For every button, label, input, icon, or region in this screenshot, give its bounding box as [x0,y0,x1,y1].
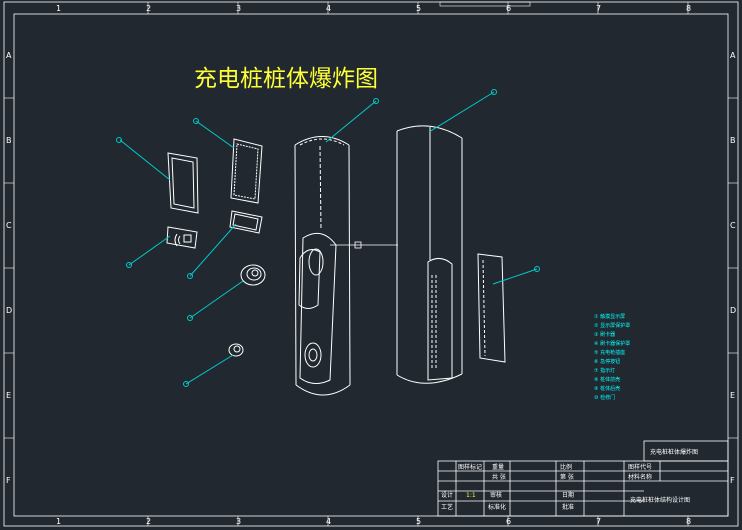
ruler-col-6: 6 [506,4,511,13]
tb-approve: 批准 [562,503,574,511]
ruler-col-6-bottom: 6 [506,517,511,526]
ruler-row-a-right: A [730,51,736,60]
emergency-stop-part [228,343,244,357]
ruler-row-e-right: E [730,391,735,400]
ruler-col-1: 1 [56,4,61,13]
alignment-mark [330,241,398,249]
legend-item-7: ⑦ 指示灯 [594,367,615,374]
tb-school: 充电桩桩体结构设计图 [630,496,690,504]
balloon-markers [116,89,540,387]
ruler-top: 1 2 3 4 5 6 7 8 [56,4,691,13]
ruler-left: A B C D E F [6,51,12,485]
service-door-part [477,253,506,363]
tb-sheet-no: 第 张 [560,473,574,481]
legend-item-3: ③ 刷卡器 [594,331,615,338]
ruler-col-5-bottom: 5 [416,517,421,526]
legend-item-4: ④ 刷卡器保护罩 [594,340,630,347]
ruler-col-4: 4 [326,4,331,13]
ruler-col-3-bottom: 3 [236,517,241,526]
ruler-row-b: B [6,136,12,145]
ruler-col-4-bottom: 4 [326,517,331,526]
ruler-col-8: 8 [686,4,691,13]
drawing-title: 充电桩桩体爆炸图 [194,66,378,92]
card-reader-part [166,226,198,249]
ruler-row-f: F [6,476,11,485]
ruler-row-c: C [6,221,12,230]
tb-part-name: 充电桩桩体爆炸图 [650,448,698,456]
tb-scale-label: 图样标记 [458,463,482,471]
ruler-right: A B C D E F [730,51,736,485]
ruler-row-d: D [6,306,12,315]
legend-item-5: ⑤ 充电枪插座 [594,349,625,356]
screen-cover-part [230,138,263,204]
front-shell-part [294,136,351,396]
ruler-col-2-bottom: 2 [146,517,151,526]
ruler-ticks [4,1,738,526]
ruler-row-e: E [6,391,11,400]
ruler-col-3: 3 [236,4,241,13]
ruler-col-8-bottom: 8 [686,517,691,526]
ruler-col-7: 7 [596,4,601,13]
legend-item-1: ① 触摸显示屏 [594,313,625,320]
ruler-col-2: 2 [146,4,151,13]
back-shell-part [396,125,463,384]
tb-drawing-no: 图样代号 [628,463,652,471]
tb-ratio-value: 1:1 [466,492,476,499]
tb-craft: 工艺 [441,503,453,511]
ruler-row-f-right: F [730,476,735,485]
card-reader-cover-part [229,210,263,234]
ruler-bottom: 1 2 3 4 5 6 7 8 [56,517,691,526]
title-block-text: 充电桩桩体爆炸图 图样标记 重量 比例 图样代号 共 张 第 张 材料名称 设计… [441,448,698,511]
ruler-row-d-right: D [730,306,736,315]
tb-designer: 设计 [441,491,453,499]
ruler-row-c-right: C [730,221,736,230]
ruler-col-5: 5 [416,4,421,13]
title-block [437,440,729,517]
legend-item-2: ② 显示屏保护罩 [594,322,630,329]
tb-standard: 标准化 [488,503,506,511]
ruler-row-a: A [6,51,12,60]
tb-sheets: 共 张 [492,473,506,481]
tb-date: 日期 [562,491,574,499]
leader-lines [119,91,538,385]
ruler-row-b-right: B [730,136,736,145]
parts-legend: ① 触摸显示屏 ② 显示屏保护罩 ③ 刷卡器 ④ 刷卡器保护罩 ⑤ 充电枪插座 … [594,313,630,401]
ruler-col-7-bottom: 7 [596,517,601,526]
legend-item-6: ⑥ 急停按钮 [594,358,620,365]
tb-checker: 审核 [490,491,502,499]
tb-material: 材料名称 [628,473,652,481]
legend-item-8: ⑧ 桩体前壳 [594,376,620,383]
ruler-col-1-bottom: 1 [56,517,61,526]
drawing-frame [3,1,739,527]
charging-socket-part [240,264,266,286]
tb-weight: 重量 [492,463,504,471]
legend-item-9: ⑨ 桩体后壳 [594,385,620,392]
legend-item-10: ⑩ 检修门 [594,394,615,401]
tb-ratio: 比例 [560,463,572,471]
touch-screen-part [167,152,199,214]
